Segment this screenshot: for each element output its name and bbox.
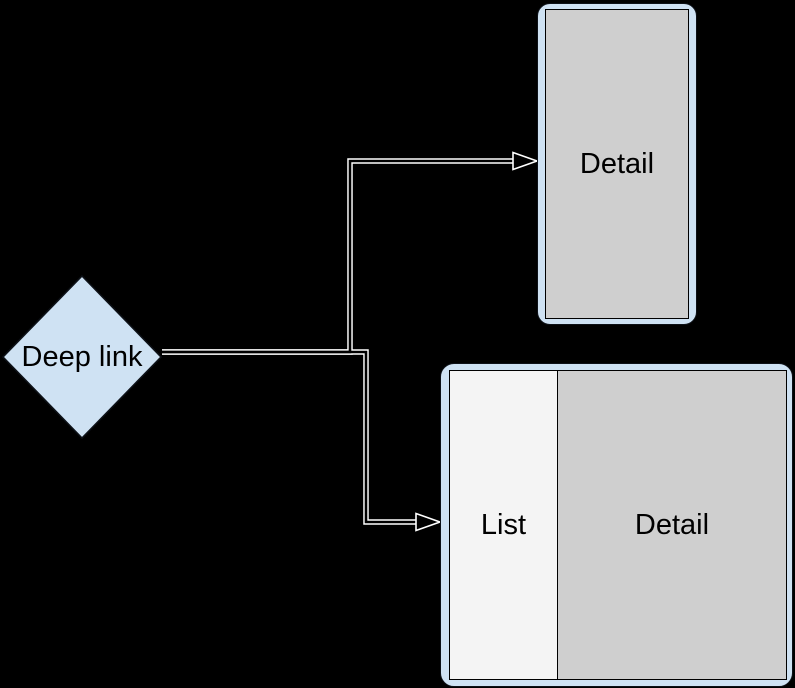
connector-to-tablet-line	[162, 350, 423, 524]
tablet-frame: List Detail	[440, 363, 793, 687]
connector-to-tablet-halo	[162, 349, 423, 525]
tablet-detail-pane: Detail	[558, 371, 786, 679]
tablet-screen: List Detail	[449, 370, 787, 680]
phone-detail-pane: Detail	[545, 9, 689, 319]
tablet-detail-label: Detail	[634, 508, 710, 541]
tablet-list-pane: List	[450, 371, 558, 679]
diamond-shape	[2, 275, 162, 439]
tablet-list-label: List	[480, 508, 527, 541]
decision-node-deep-link: Deep link	[2, 275, 162, 439]
arrowhead-to-tablet-icon	[415, 512, 443, 532]
connector-to-phone-halo	[162, 158, 520, 355]
phone-detail-label: Detail	[579, 147, 655, 180]
decision-label: Deep link	[21, 341, 143, 373]
connector-to-phone-line	[162, 159, 520, 354]
arrowhead-to-phone-icon	[512, 151, 540, 171]
phone-frame: Detail	[537, 3, 697, 325]
